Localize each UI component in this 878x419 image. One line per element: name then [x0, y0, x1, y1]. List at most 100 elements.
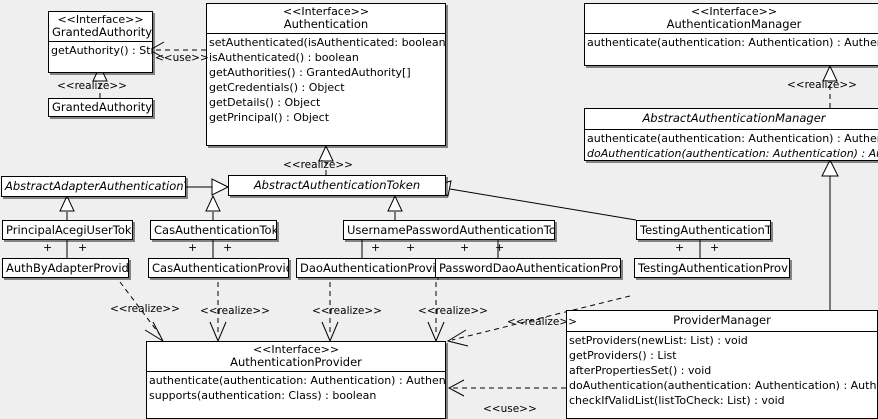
class-member: doAuthentication(authentication: Authent…: [569, 379, 877, 392]
class-header: TestingAuthenticationToken: [637, 221, 770, 239]
class-name: CasAuthenticationProvider: [152, 261, 288, 275]
edge-label-use-granted-authority: <<use>>: [155, 52, 209, 64]
class-stereotype: <<Interface>>: [282, 5, 370, 18]
association-marker-username-dao-right: +: [406, 241, 416, 254]
class-abstract-authentication-token[interactable]: AbstractAuthenticationToken: [228, 175, 446, 196]
edge-label-realize-password-dao-authentication-provider: <<realize>>: [418, 305, 488, 317]
class-divider: [147, 371, 445, 372]
class-members: authenticate(authentication: Authenticat…: [147, 372, 445, 404]
class-member: getAuthority() : String: [51, 44, 152, 57]
class-header: CasAuthenticationToken: [151, 221, 276, 239]
edge-label-realize-abstract-authentication-manager: <<realize>>: [787, 79, 857, 91]
class-name: TestingAuthenticationProvider: [638, 261, 789, 275]
class-name: AuthenticationManager: [666, 17, 802, 31]
class-stereotype: <<Interface>>: [690, 5, 778, 18]
class-authentication-manager[interactable]: <<Interface>> AuthenticationManager auth…: [584, 3, 878, 66]
class-divider: [49, 41, 152, 42]
class-name: AbstractAuthenticationManager: [642, 111, 826, 125]
class-member: authenticate(authentication: Authenticat…: [149, 374, 446, 387]
class-member: supports(authentication: Class) : boolea…: [149, 389, 377, 402]
association-marker-testing-right: +: [710, 241, 720, 254]
class-name: PrincipalAcegiUserToken: [6, 223, 133, 237]
class-auth-by-adapter-provider[interactable]: AuthByAdapterProvider: [2, 258, 129, 278]
class-divider: [585, 33, 878, 34]
class-testing-authentication-token[interactable]: TestingAuthenticationToken: [636, 220, 771, 240]
class-name: UsernamePasswordAuthenticationToken: [347, 223, 555, 237]
class-members: setProviders(newList: List) : void getPr…: [567, 332, 877, 409]
class-member: getCredentials() : Object: [209, 81, 345, 94]
class-members: setAuthenticated(isAuthenticated: boolea…: [207, 34, 445, 126]
class-name: GrantedAuthorityImpl: [52, 100, 153, 114]
class-password-dao-authentication-provider[interactable]: PasswordDaoAuthenticationProvider: [435, 258, 621, 278]
class-provider-manager[interactable]: ProviderManager setProviders(newList: Li…: [566, 310, 878, 419]
class-divider: [567, 331, 877, 332]
class-dao-authentication-provider[interactable]: DaoAuthenticationProvider: [296, 258, 437, 278]
class-granted-authority-impl[interactable]: GrantedAuthorityImpl: [48, 98, 153, 117]
class-name: AuthenticationProvider: [230, 355, 362, 369]
class-member: authenticate(authentication: Authenticat…: [587, 36, 878, 49]
class-cas-authentication-provider[interactable]: CasAuthenticationProvider: [148, 258, 289, 278]
class-abstract-adapter-authentication-token[interactable]: AbstractAdapterAuthenticationToken: [1, 176, 186, 197]
class-name: DaoAuthenticationProvider: [300, 261, 436, 275]
class-member: afterPropertiesSet() : void: [569, 364, 712, 377]
class-principal-acegi-user-token[interactable]: PrincipalAcegiUserToken: [2, 220, 133, 240]
class-member: setAuthenticated(isAuthenticated: boolea…: [209, 36, 446, 49]
class-name: CasAuthenticationToken: [154, 223, 276, 237]
class-divider: [207, 33, 445, 34]
class-member: getAuthorities() : GrantedAuthority[]: [209, 66, 411, 79]
class-header: DaoAuthenticationProvider: [297, 259, 436, 277]
association-marker-testing-left: +: [675, 241, 685, 254]
class-username-password-authentication-token[interactable]: UsernamePasswordAuthenticationToken: [343, 220, 555, 240]
class-header: <<Interface>> GrantedAuthority: [49, 12, 152, 41]
association-marker-username-password-dao-right: +: [495, 241, 505, 254]
edge-label-realize-granted-authority-impl: <<realize>>: [57, 80, 127, 92]
class-authentication[interactable]: <<Interface>> Authentication setAuthenti…: [206, 3, 446, 146]
association-marker-principal-left: +: [43, 241, 53, 254]
association-marker-cas-left: +: [188, 241, 198, 254]
class-header: UsernamePasswordAuthenticationToken: [344, 221, 554, 239]
class-name: AbstractAdapterAuthenticationToken: [5, 179, 185, 193]
class-name: PasswordDaoAuthenticationProvider: [439, 261, 620, 275]
class-header: <<Interface>> Authentication: [207, 4, 445, 33]
class-name: GrantedAuthority: [52, 25, 153, 39]
edge-label-realize-cas-authentication-provider: <<realize>>: [200, 305, 270, 317]
class-member: authenticate(authentication: Authenticat…: [587, 132, 878, 145]
association-marker-cas-right: +: [223, 241, 233, 254]
class-header: CasAuthenticationProvider: [149, 259, 288, 277]
class-header: PasswordDaoAuthenticationProvider: [436, 259, 620, 277]
class-header: TestingAuthenticationProvider: [635, 259, 789, 277]
class-name: AbstractAuthenticationToken: [253, 178, 421, 192]
class-member: getPrincipal() : Object: [209, 111, 330, 124]
edge-label-realize-auth-by-adapter-provider: <<realize>>: [110, 303, 180, 315]
class-member: getDetails() : Object: [209, 96, 321, 109]
class-member: checkIfValidList(listToCheck: List) : vo…: [569, 394, 785, 407]
class-header: <<Interface>> AuthenticationManager: [585, 4, 878, 33]
class-member: doAuthentication(authentication: Authent…: [587, 147, 878, 160]
class-member: getProviders() : List: [569, 349, 677, 362]
class-header: AbstractAuthenticationToken: [229, 176, 445, 194]
association-marker-principal-right: +: [78, 241, 88, 254]
class-stereotype: <<Interface>>: [57, 13, 144, 26]
class-cas-authentication-token[interactable]: CasAuthenticationToken: [150, 220, 277, 240]
class-header: AuthByAdapterProvider: [3, 259, 128, 277]
edge-label-realize-abstract-authentication-token: <<realize>>: [283, 159, 353, 171]
association-marker-username-password-dao-left: +: [460, 241, 470, 254]
class-header: AbstractAuthenticationManager: [585, 109, 878, 127]
edge-label-realize-dao-authentication-provider: <<realize>>: [312, 305, 382, 317]
class-header: ProviderManager: [567, 311, 877, 329]
class-header: <<Interface>> AuthenticationProvider: [147, 342, 445, 371]
class-header: AbstractAdapterAuthenticationToken: [2, 177, 185, 195]
class-name: ProviderManager: [673, 313, 771, 327]
class-stereotype: <<Interface>>: [252, 343, 340, 356]
class-granted-authority[interactable]: <<Interface>> GrantedAuthority getAuthor…: [48, 11, 153, 73]
class-member: setProviders(newList: List) : void: [569, 334, 748, 347]
association-marker-username-dao-left: +: [371, 241, 381, 254]
class-authentication-provider[interactable]: <<Interface>> AuthenticationProvider aut…: [146, 341, 446, 419]
class-testing-authentication-provider[interactable]: TestingAuthenticationProvider: [634, 258, 790, 278]
edge-label-realize-testing-authentication-provider: <<realize>>: [507, 316, 577, 328]
class-member: isAuthenticated() : boolean: [209, 51, 359, 64]
class-name: TestingAuthenticationToken: [640, 223, 770, 237]
class-abstract-authentication-manager[interactable]: AbstractAuthenticationManager authentica…: [584, 108, 878, 161]
class-members: authenticate(authentication: Authenticat…: [585, 34, 878, 51]
